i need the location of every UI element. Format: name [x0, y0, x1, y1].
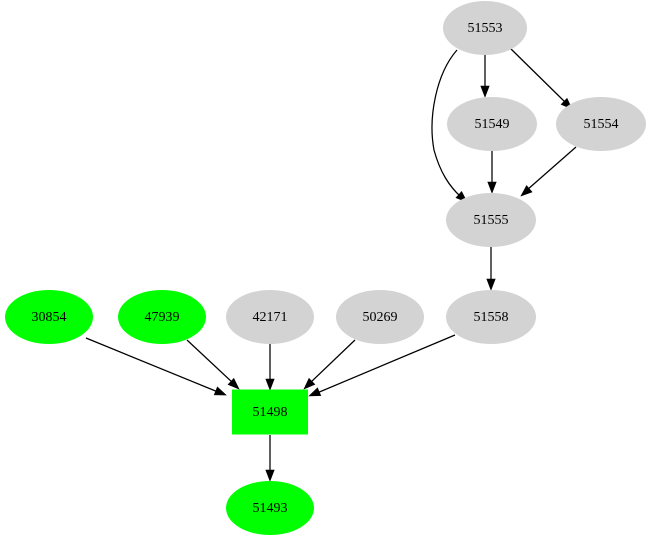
node-label-51549: 51549 [475, 117, 510, 132]
graph-node-30854[interactable]: 30854 [5, 290, 93, 344]
graph-node-51498[interactable]: 51498 [232, 389, 308, 435]
graph-node-51554[interactable]: 51554 [556, 97, 646, 151]
edge-line [526, 146, 577, 191]
node-shape-51493[interactable] [226, 481, 314, 535]
edge-line [186, 339, 234, 384]
node-shape-51555[interactable] [446, 193, 536, 247]
graph-edge [308, 334, 456, 397]
edge-line [309, 339, 356, 384]
edge-arrowhead [303, 377, 316, 390]
edge-line [316, 334, 456, 394]
graph-node-51558[interactable]: 51558 [446, 290, 536, 344]
nodes-layer: 51553 51549 51554 51555 51558 30854 47939 42171… [5, 1, 646, 535]
node-label-51498: 51498 [253, 405, 288, 420]
graph-edge [265, 435, 275, 482]
edge-arrowhead [308, 387, 322, 397]
graph-node-51493[interactable]: 51493 [226, 481, 314, 535]
graph-node-51553[interactable]: 51553 [443, 1, 527, 55]
edge-line [431, 49, 462, 198]
node-shape-30854[interactable] [5, 290, 93, 344]
node-shape-51498[interactable] [232, 389, 308, 435]
edge-arrowhead [265, 469, 275, 482]
graph-edge [520, 146, 577, 197]
graph-edge [509, 47, 573, 110]
graph-node-51549[interactable]: 51549 [447, 97, 537, 151]
graph-edge [265, 344, 275, 391]
node-label-51554: 51554 [584, 117, 619, 132]
node-shape-51558[interactable] [446, 290, 536, 344]
node-label-47939: 47939 [145, 310, 180, 325]
graph-node-51555[interactable]: 51555 [446, 193, 536, 247]
node-label-51493: 51493 [253, 501, 288, 516]
graph-edge [85, 337, 227, 396]
node-shape-50269[interactable] [336, 290, 424, 344]
graph-edge [486, 247, 496, 291]
graph-edge [186, 339, 240, 390]
edges-layer [85, 47, 577, 482]
edge-arrowhead [213, 386, 227, 396]
graph-edge [487, 151, 497, 194]
edge-arrowhead [486, 278, 496, 291]
edge-arrowhead [227, 377, 240, 390]
node-label-51553: 51553 [468, 21, 503, 36]
graph-node-47939[interactable]: 47939 [118, 290, 206, 344]
graph-edge [303, 339, 356, 390]
edge-arrowhead [487, 181, 497, 194]
node-shape-42171[interactable] [226, 290, 314, 344]
graph-edge [480, 55, 490, 98]
node-label-42171: 42171 [253, 310, 288, 325]
node-label-30854: 30854 [32, 310, 67, 325]
graph-node-50269[interactable]: 50269 [336, 290, 424, 344]
node-shape-47939[interactable] [118, 290, 206, 344]
edge-line [85, 337, 219, 393]
edge-line [509, 47, 567, 104]
node-label-51558: 51558 [474, 310, 509, 325]
node-label-50269: 50269 [363, 310, 398, 325]
edge-arrowhead [265, 378, 275, 391]
node-shape-51554[interactable] [556, 97, 646, 151]
edge-arrowhead [520, 185, 533, 197]
node-shape-51553[interactable] [443, 1, 527, 55]
node-label-51555: 51555 [474, 213, 509, 228]
node-shape-51549[interactable] [447, 97, 537, 151]
graph-node-42171[interactable]: 42171 [226, 290, 314, 344]
edge-arrowhead [480, 85, 490, 98]
